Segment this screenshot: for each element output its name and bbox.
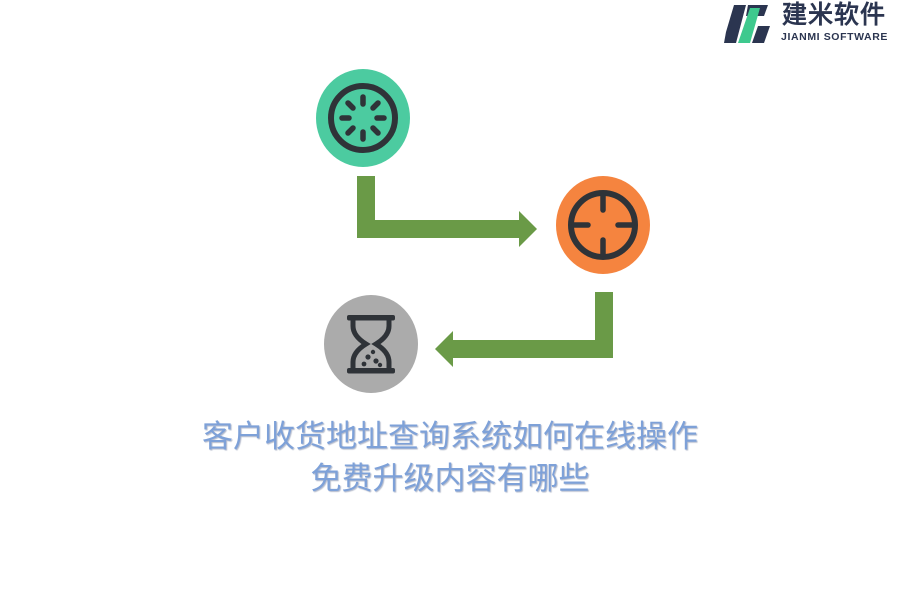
crosshair-target-icon bbox=[568, 190, 638, 260]
brand-logo: 建米软件 JIANMI SOFTWARE bbox=[724, 0, 900, 48]
page-title-line-1: 客户收货地址查询系统如何在线操作 bbox=[202, 419, 698, 455]
flow-arrow-2 bbox=[435, 292, 613, 367]
jianmi-logo-mark-icon bbox=[724, 5, 770, 43]
brand-name-en: JIANMI SOFTWARE bbox=[781, 31, 889, 43]
hourglass-icon bbox=[347, 315, 395, 374]
brand-name-cn: 建米软件 bbox=[782, 0, 887, 29]
page-title: 客户收货地址查询系统如何在线操作 免费升级内容有哪些 bbox=[150, 416, 750, 500]
flow-arrow-1 bbox=[357, 176, 537, 247]
step-1-node bbox=[316, 69, 410, 167]
step-2-node bbox=[556, 176, 650, 274]
loading-spinner-icon bbox=[328, 83, 398, 153]
page-title-line-2: 免费升级内容有哪些 bbox=[310, 461, 590, 497]
step-3-node bbox=[324, 295, 418, 393]
